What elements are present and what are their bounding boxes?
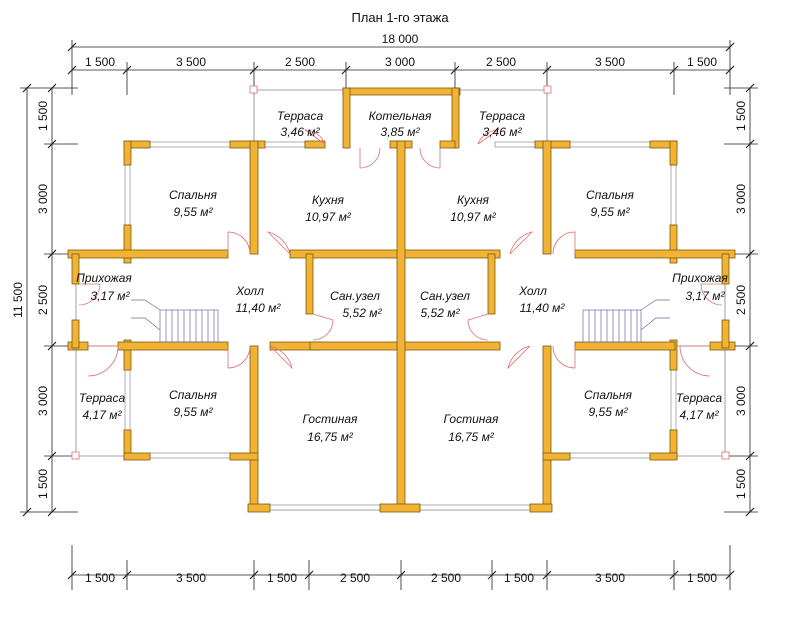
dims-top: 1 500 3 500 2 500 3 000 2 500 3 500 1 50… <box>85 55 717 69</box>
dim-left-2: 3 000 <box>36 184 50 214</box>
room-area-living-1: 16,75 м² <box>307 430 354 444</box>
room-area-terrace-top-left: 3,46 м² <box>281 125 321 139</box>
room-area-kitchen-2: 10,97 м² <box>450 210 497 224</box>
room-area-boiler: 3,85 м² <box>381 125 421 139</box>
dim-top-4: 3 000 <box>385 55 415 69</box>
room-area-hallway-left: 3,17 м² <box>91 289 131 303</box>
dim-bottom-3: 1 500 <box>267 571 297 585</box>
room-labels: Терраса 3,46 м² Котельная 3,85 м² Террас… <box>76 109 728 444</box>
dim-right-5: 1 500 <box>734 469 748 499</box>
room-area-living-2: 16,75 м² <box>448 430 495 444</box>
room-name-terrace-left: Терраса <box>79 391 126 405</box>
room-area-bedroom-3: 9,55 м² <box>174 405 214 419</box>
dim-left-3: 2 500 <box>36 285 50 315</box>
dim-right-1: 1 500 <box>734 101 748 131</box>
room-name-kitchen-1: Кухня <box>312 193 345 207</box>
dim-bottom-5: 2 500 <box>431 571 461 585</box>
room-name-hall-left: Холл <box>235 284 264 298</box>
dim-left-5: 1 500 <box>36 469 50 499</box>
dim-right-2: 3 000 <box>734 184 748 214</box>
overall-width-label: 18 000 <box>382 32 419 46</box>
room-name-bedroom-2: Спальня <box>586 188 634 202</box>
room-name-bath-right: Сан.узел <box>420 289 470 303</box>
dim-top-1: 1 500 <box>85 55 115 69</box>
dim-right-4: 3 000 <box>734 386 748 416</box>
room-name-bedroom-4: Спальня <box>584 388 632 402</box>
dim-right-3: 2 500 <box>734 285 748 315</box>
room-area-bedroom-2: 9,55 м² <box>591 205 631 219</box>
room-name-kitchen-2: Кухня <box>457 193 490 207</box>
room-area-hall-right: 11,40 м² <box>520 301 566 315</box>
windows <box>124 141 677 511</box>
room-name-hallway-right: Прихожая <box>672 271 728 285</box>
dim-bottom-7: 3 500 <box>595 571 625 585</box>
dim-top-2: 3 500 <box>176 55 206 69</box>
room-name-terrace-top-left: Терраса <box>277 109 324 123</box>
dim-bottom-2: 3 500 <box>176 571 206 585</box>
room-area-bath-right: 5,52 м² <box>421 306 461 320</box>
dim-bottom-6: 1 500 <box>504 571 534 585</box>
dim-bottom-4: 2 500 <box>340 571 370 585</box>
room-name-bath-left: Сан.узел <box>330 289 380 303</box>
room-area-hall-left: 11,40 м² <box>236 301 282 315</box>
plan-title: План 1-го этажа <box>351 10 449 25</box>
room-area-terrace-left: 4,17 м² <box>83 408 123 422</box>
room-name-terrace-top-right: Терраса <box>479 109 526 123</box>
room-area-kitchen-1: 10,97 м² <box>305 210 352 224</box>
room-name-bedroom-1: Спальня <box>169 188 217 202</box>
room-area-terrace-right: 4,17 м² <box>680 408 720 422</box>
room-name-living-2: Гостиная <box>444 412 499 426</box>
dim-bottom-1: 1 500 <box>85 571 115 585</box>
room-name-hall-right: Холл <box>518 284 547 298</box>
room-area-bedroom-1: 9,55 м² <box>174 205 214 219</box>
staircase-left <box>131 299 219 343</box>
room-name-hallway-left: Прихожая <box>76 271 132 285</box>
room-name-boiler: Котельная <box>369 109 432 123</box>
walls <box>67 87 736 513</box>
room-name-living-1: Гостиная <box>303 412 358 426</box>
overall-height-label: 11 500 <box>11 282 25 318</box>
doors <box>78 129 723 377</box>
dim-top-7: 1 500 <box>687 55 717 69</box>
room-area-terrace-top-right: 3,46 м² <box>483 125 523 139</box>
dim-left-4: 3 000 <box>36 386 50 416</box>
dim-top-6: 3 500 <box>595 55 625 69</box>
room-area-hallway-right: 3,17 м² <box>686 289 726 303</box>
staircase-right <box>582 299 670 343</box>
dim-left-1: 1 500 <box>36 101 50 131</box>
dim-bottom-8: 1 500 <box>687 571 717 585</box>
room-area-bath-left: 5,52 м² <box>343 306 383 320</box>
dim-top-5: 2 500 <box>486 55 516 69</box>
dims-bottom: 1 500 3 500 1 500 2 500 2 500 1 500 3 50… <box>85 571 717 585</box>
dim-top-3: 2 500 <box>285 55 315 69</box>
room-name-bedroom-3: Спальня <box>169 388 217 402</box>
dims-left: 11 500 1 500 3 000 2 500 3 000 1 500 <box>11 101 50 499</box>
room-area-bedroom-4: 9,55 м² <box>589 405 629 419</box>
dims-right: 1 500 3 000 2 500 3 000 1 500 <box>734 101 748 499</box>
room-name-terrace-right: Терраса <box>676 391 723 405</box>
